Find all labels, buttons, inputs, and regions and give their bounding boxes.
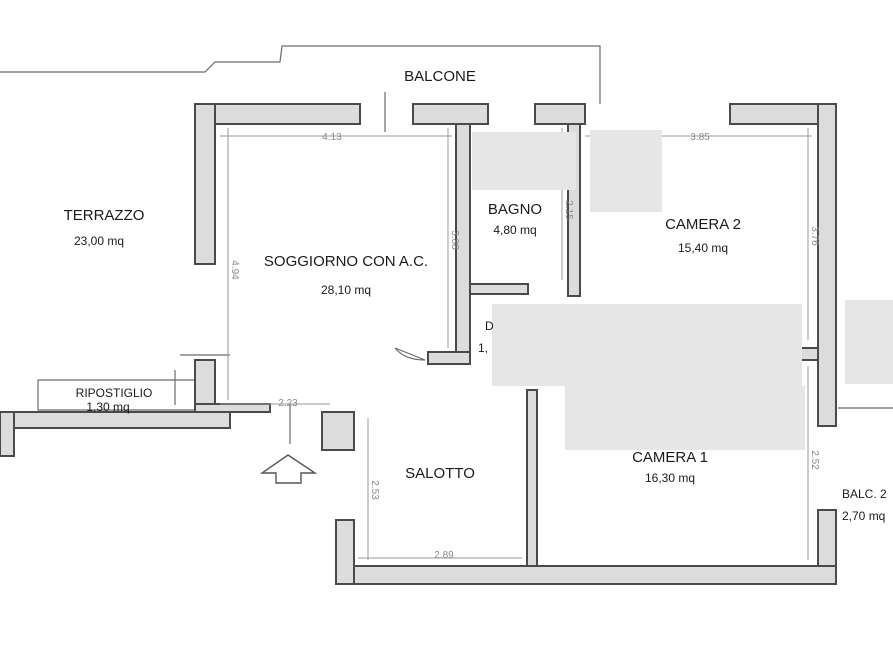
- area-ripostiglio: 1,30 mq: [86, 400, 129, 414]
- label-balc2: BALC. 2: [842, 487, 887, 501]
- label-disimpegno: D: [485, 319, 494, 333]
- label-salotto: SALOTTO: [405, 465, 475, 482]
- area-camera2: 15,40 mq: [678, 241, 728, 255]
- area-camera1: 16,30 mq: [645, 471, 695, 485]
- entrance-arrow-icon: [259, 454, 318, 484]
- dim-camera2-width: 3.85: [690, 132, 710, 143]
- area-terrazzo: 23,00 mq: [74, 234, 124, 248]
- watermark-blur-d: [565, 386, 805, 450]
- watermark-blur-c: [492, 304, 802, 386]
- watermark-blur-b: [590, 130, 662, 212]
- dim-passage-width: 2.23: [278, 398, 298, 409]
- wall-left-upper: [194, 103, 216, 265]
- label-terrazzo: TERRAZZO: [64, 207, 145, 224]
- door-soggiorno-arc: [394, 347, 426, 361]
- dim-salotto-width: 2.89: [434, 550, 454, 561]
- label-balcone: BALCONE: [404, 68, 476, 85]
- dim-salotto-height: 2.53: [369, 480, 380, 500]
- wall-passage-bottom: [194, 403, 271, 413]
- wall-salotto-camera1: [526, 389, 538, 567]
- wall-bagno-bottom: [469, 283, 529, 295]
- area-soggiorno: 28,10 mq: [321, 283, 371, 297]
- label-camera1: CAMERA 1: [632, 449, 708, 466]
- wall-terrace-end: [0, 411, 15, 457]
- wall-terrace-edge: [0, 411, 231, 429]
- watermark-blur-e: [845, 300, 893, 384]
- dim-soggiorno-right: 3.88: [449, 230, 460, 250]
- wall-bottom: [335, 565, 837, 585]
- area-disimpegno: 1,: [478, 341, 488, 355]
- wall-salotto-left: [335, 519, 355, 585]
- label-soggiorno: SOGGIORNO CON A.C.: [264, 253, 428, 270]
- label-bagno: BAGNO: [488, 201, 542, 218]
- balcone-outline: [0, 45, 601, 104]
- area-balc2: 2,70 mq: [842, 509, 885, 523]
- dim-soggiorno-left: 4.94: [229, 260, 240, 280]
- area-bagno: 4,80 mq: [493, 223, 536, 237]
- dim-soggiorno-width: 4.13: [322, 132, 342, 143]
- dim-bagno-height: 2.15: [563, 200, 574, 220]
- wall-right-upper: [817, 103, 837, 427]
- dim-camera2-height: 3.76: [809, 226, 820, 246]
- dim-camera1-height: 2.52: [809, 450, 820, 470]
- wall-top-mid-a: [412, 103, 489, 125]
- watermark-blur-a: [472, 132, 576, 190]
- label-camera2: CAMERA 2: [665, 216, 741, 233]
- wall-top-left: [194, 103, 361, 125]
- label-ripostiglio: RIPOSTIGLIO: [76, 386, 153, 400]
- wall-salotto-left-upper: [321, 411, 355, 451]
- wall-sog-stub: [427, 351, 471, 365]
- wall-top-mid-b: [534, 103, 586, 125]
